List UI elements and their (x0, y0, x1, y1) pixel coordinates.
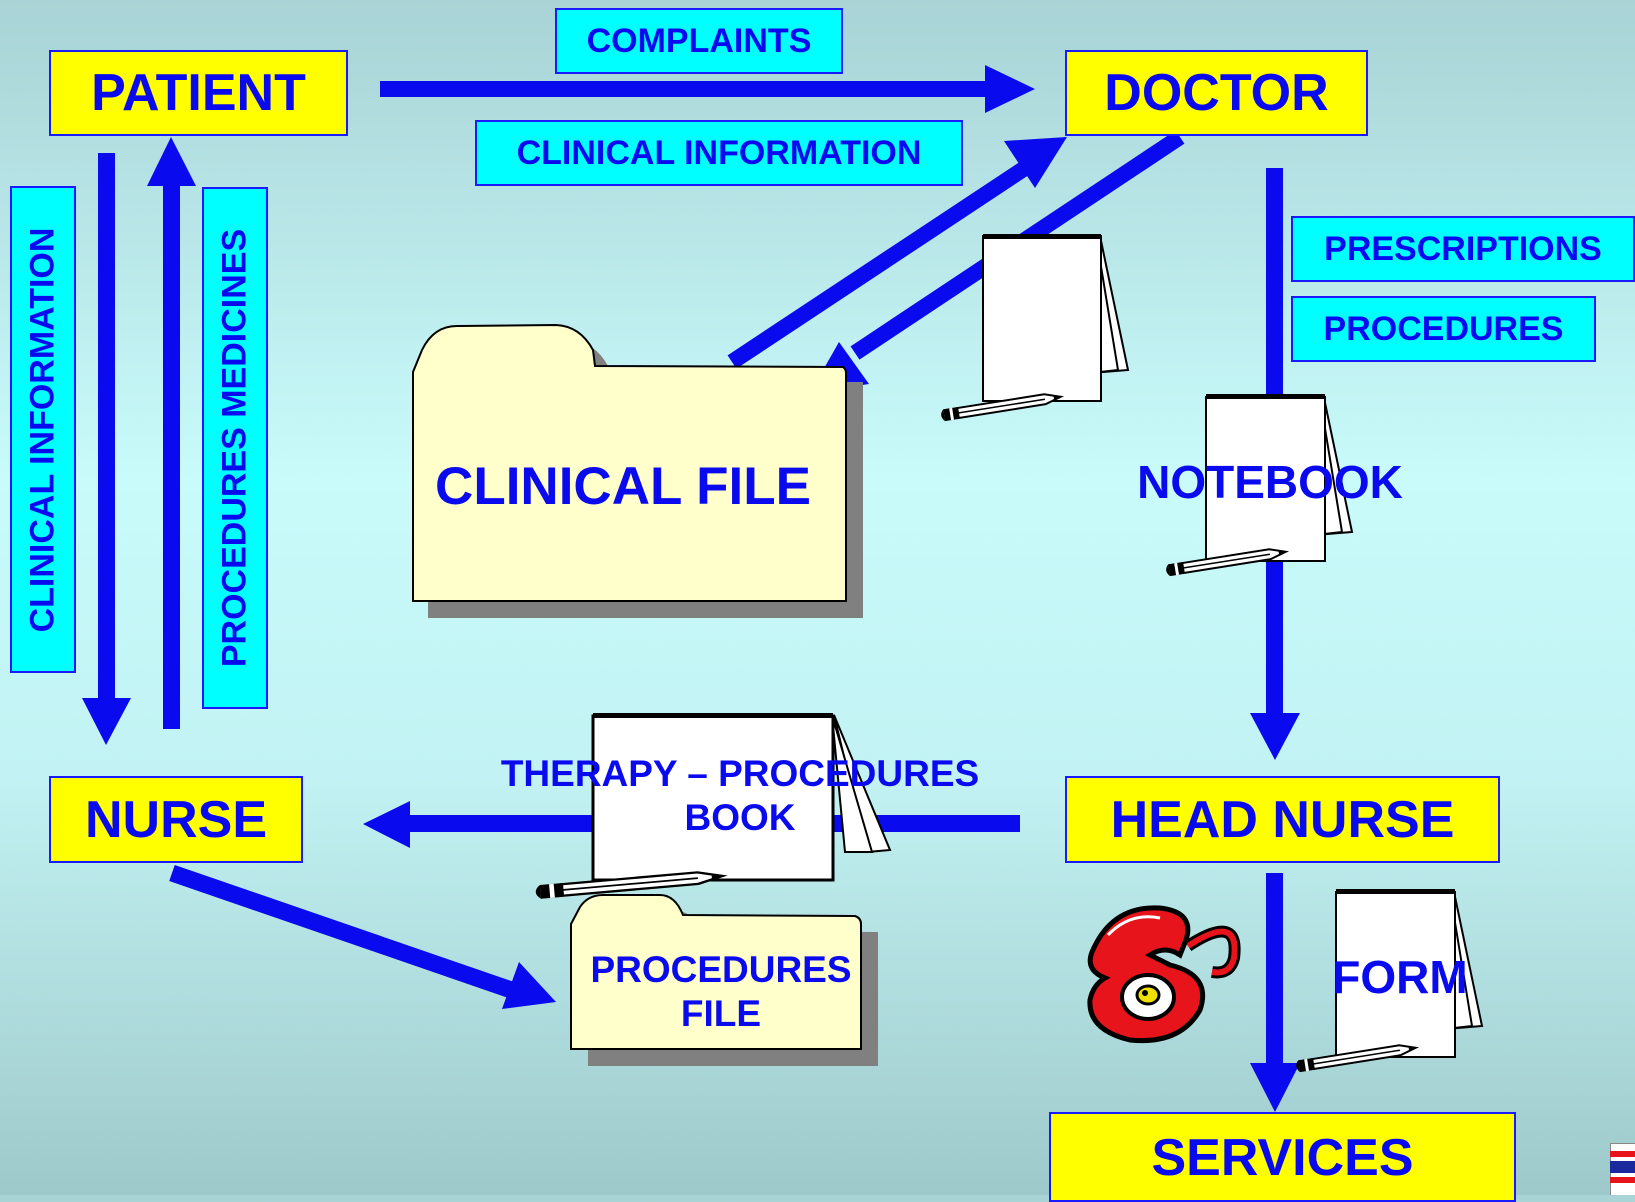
label-procedures-medicines-text: PROCEDURES MEDICINES (215, 228, 254, 668)
therapy-book-icon (591, 713, 892, 882)
arrow-nurse-to-proceduresfile (169, 864, 556, 1009)
arrow-patient-to-doctor (380, 65, 1035, 113)
arrow-headnurse-to-services (1250, 873, 1300, 1112)
procedures-file-folder-icon (570, 894, 878, 1066)
node-services: SERVICES (1049, 1112, 1516, 1202)
form-icon (1335, 889, 1484, 1058)
notepad-icon (982, 234, 1130, 402)
label-procedures-medicines: PROCEDURES MEDICINES (202, 187, 268, 709)
label-complaints: COMPLAINTS (555, 8, 843, 74)
label-clinical-information-vertical: CLINICAL INFORMATION (10, 186, 76, 673)
label-procedures-text: PROCEDURES (1323, 309, 1564, 348)
therapy-book-label: THERAPY – PROCEDURES BOOK (500, 753, 980, 839)
label-procedures: PROCEDURES (1291, 296, 1596, 362)
form-label: FORM (1332, 951, 1468, 1003)
label-clinical-information: CLINICAL INFORMATION (475, 120, 963, 186)
label-clinical-information-text: CLINICAL INFORMATION (516, 133, 922, 172)
telephone-icon (1087, 905, 1241, 1044)
label-prescriptions-text: PRESCRIPTIONS (1324, 229, 1602, 268)
arrow-clinicalfile-to-doctor (727, 137, 1067, 369)
node-nurse-label: NURSE (84, 790, 268, 849)
clinical-file-label: CLINICAL FILE (435, 457, 811, 516)
clinical-file-folder-icon (412, 323, 863, 618)
arrow-patient-to-nurse (82, 153, 131, 745)
node-services-label: SERVICES (1151, 1129, 1414, 1187)
label-prescriptions: PRESCRIPTIONS (1291, 216, 1635, 282)
node-patient: PATIENT (49, 50, 348, 136)
node-patient-label: PATIENT (91, 64, 306, 122)
node-head-nurse: HEAD NURSE (1065, 776, 1500, 863)
arrow-nurse-to-patient (147, 137, 196, 729)
node-doctor-label: DOCTOR (1104, 64, 1329, 122)
node-doctor: DOCTOR (1065, 50, 1368, 136)
notebook-icon (1205, 394, 1354, 562)
node-nurse: NURSE (49, 776, 303, 863)
logo-flag-icon (1610, 1143, 1635, 1195)
node-head-nurse-label: HEAD NURSE (1110, 790, 1455, 849)
notebook-label: NOTEBOOK (1137, 456, 1403, 508)
procedures-file-label: PROCEDURES FILE (590, 949, 852, 1035)
label-clinical-information-vertical-text: CLINICAL INFORMATION (23, 227, 62, 632)
label-complaints-text: COMPLAINTS (586, 21, 812, 60)
